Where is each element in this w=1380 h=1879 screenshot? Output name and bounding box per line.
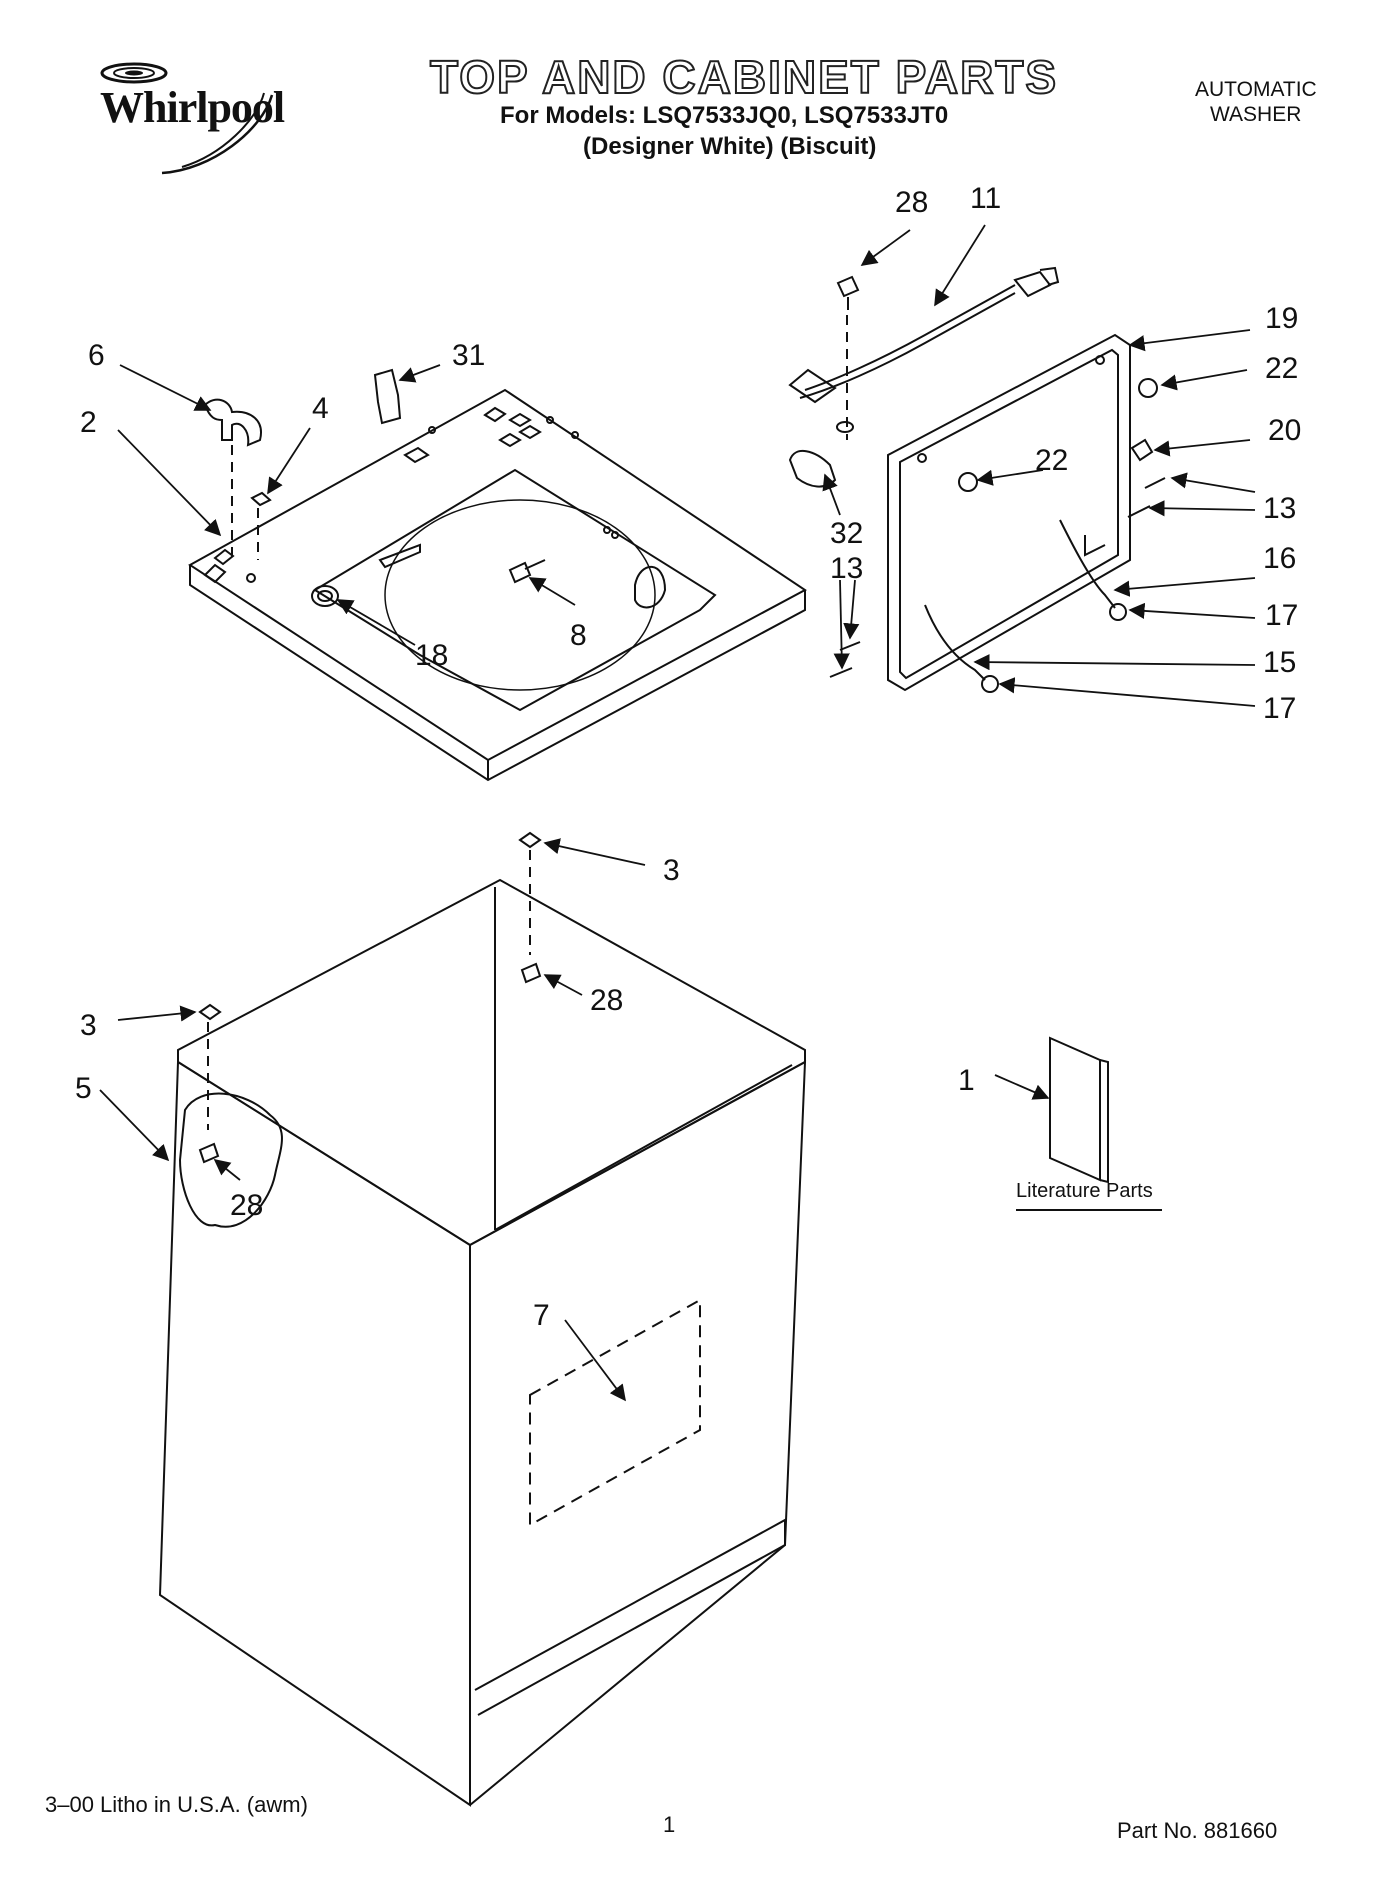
callout-3-upper: 3 (663, 854, 680, 887)
callout-19: 19 (1265, 302, 1298, 335)
part-1-literature (1049, 1036, 1101, 1182)
part-16-wire (1059, 519, 1116, 609)
callout-17-lower: 17 (1263, 692, 1296, 725)
part-28-screw-bottom (198, 1142, 220, 1164)
callout-3-lower: 3 (80, 1009, 97, 1042)
part-8-shape (508, 559, 546, 584)
callout-2: 2 (80, 406, 97, 439)
callout-6: 6 (88, 339, 105, 372)
leader-arrows (99, 224, 1256, 1402)
callout-16: 16 (1263, 542, 1296, 575)
colors-line: (Designer White) (Biscuit) (583, 133, 877, 160)
callout-4: 4 (312, 392, 329, 425)
callout-13-right: 13 (1263, 492, 1296, 525)
console-back-panel (887, 333, 1131, 692)
part-28-screw-top (836, 275, 860, 298)
part-1-literature-spine (1099, 1059, 1109, 1184)
part-31-bracket (373, 368, 402, 425)
callout-11: 11 (970, 182, 1001, 215)
callout-1: 1 (958, 1064, 975, 1097)
product-type-line1: AUTOMATIC (1195, 78, 1317, 101)
part-28-screw-middle (520, 962, 542, 984)
printing-info: 3–00 Litho in U.S.A. (awm) (45, 1792, 308, 1817)
part-6-clip (203, 398, 262, 447)
part-3-clip-upper (518, 831, 542, 849)
callout-17-upper: 17 (1265, 599, 1298, 632)
literature-parts-label: Literature Parts (1016, 1180, 1153, 1202)
callout-22-lower: 22 (1035, 444, 1068, 477)
page-title: TOP AND CABINET PARTS (429, 50, 1059, 104)
part-13-screw-left-lower (829, 667, 853, 678)
callout-32: 32 (830, 517, 863, 550)
callout-28-middle: 28 (590, 984, 623, 1017)
callout-5: 5 (75, 1072, 92, 1105)
callout-20: 20 (1268, 414, 1301, 447)
callout-15: 15 (1263, 646, 1296, 679)
part-13-screw-upper (1144, 477, 1166, 489)
part-28-washer (836, 421, 854, 433)
models-line: For Models: LSQ7533JQ0, LSQ7533JT0 (500, 102, 949, 129)
brand-wordmark: Whirlpool (100, 83, 285, 132)
product-type-line2: WASHER (1210, 103, 1302, 126)
callout-28-top: 28 (895, 186, 928, 219)
cabinet (158, 878, 807, 1807)
callout-7: 7 (533, 1299, 550, 1332)
callout-8: 8 (570, 619, 587, 652)
part-11-harness (788, 266, 1060, 404)
callout-13-left: 13 (830, 552, 863, 585)
callout-31: 31 (452, 339, 485, 372)
part-22-knob-lower (958, 472, 978, 492)
part-17-cap-lower (981, 675, 999, 693)
whirlpool-logo (100, 62, 274, 175)
cabinet-cutaway (178, 1092, 283, 1228)
top-panel (188, 388, 807, 782)
callout-22-upper: 22 (1265, 352, 1298, 385)
callout-18: 18 (415, 639, 448, 672)
part-3-clip-lower (198, 1003, 222, 1021)
part-18-shape (311, 585, 339, 607)
part-13-screw-lower (1127, 505, 1151, 518)
part-4-clip (250, 491, 272, 507)
part-22-knob-upper (1138, 378, 1158, 398)
callout-28-bottom: 28 (230, 1189, 263, 1222)
part-17-cap-upper (1109, 603, 1127, 621)
part-13-screw-left-upper (839, 641, 861, 651)
part-number: Part No. 881660 (1117, 1818, 1278, 1843)
part-15-wire (924, 604, 986, 681)
part-20-switch (1130, 438, 1154, 462)
page-number: 1 (663, 1812, 676, 1837)
